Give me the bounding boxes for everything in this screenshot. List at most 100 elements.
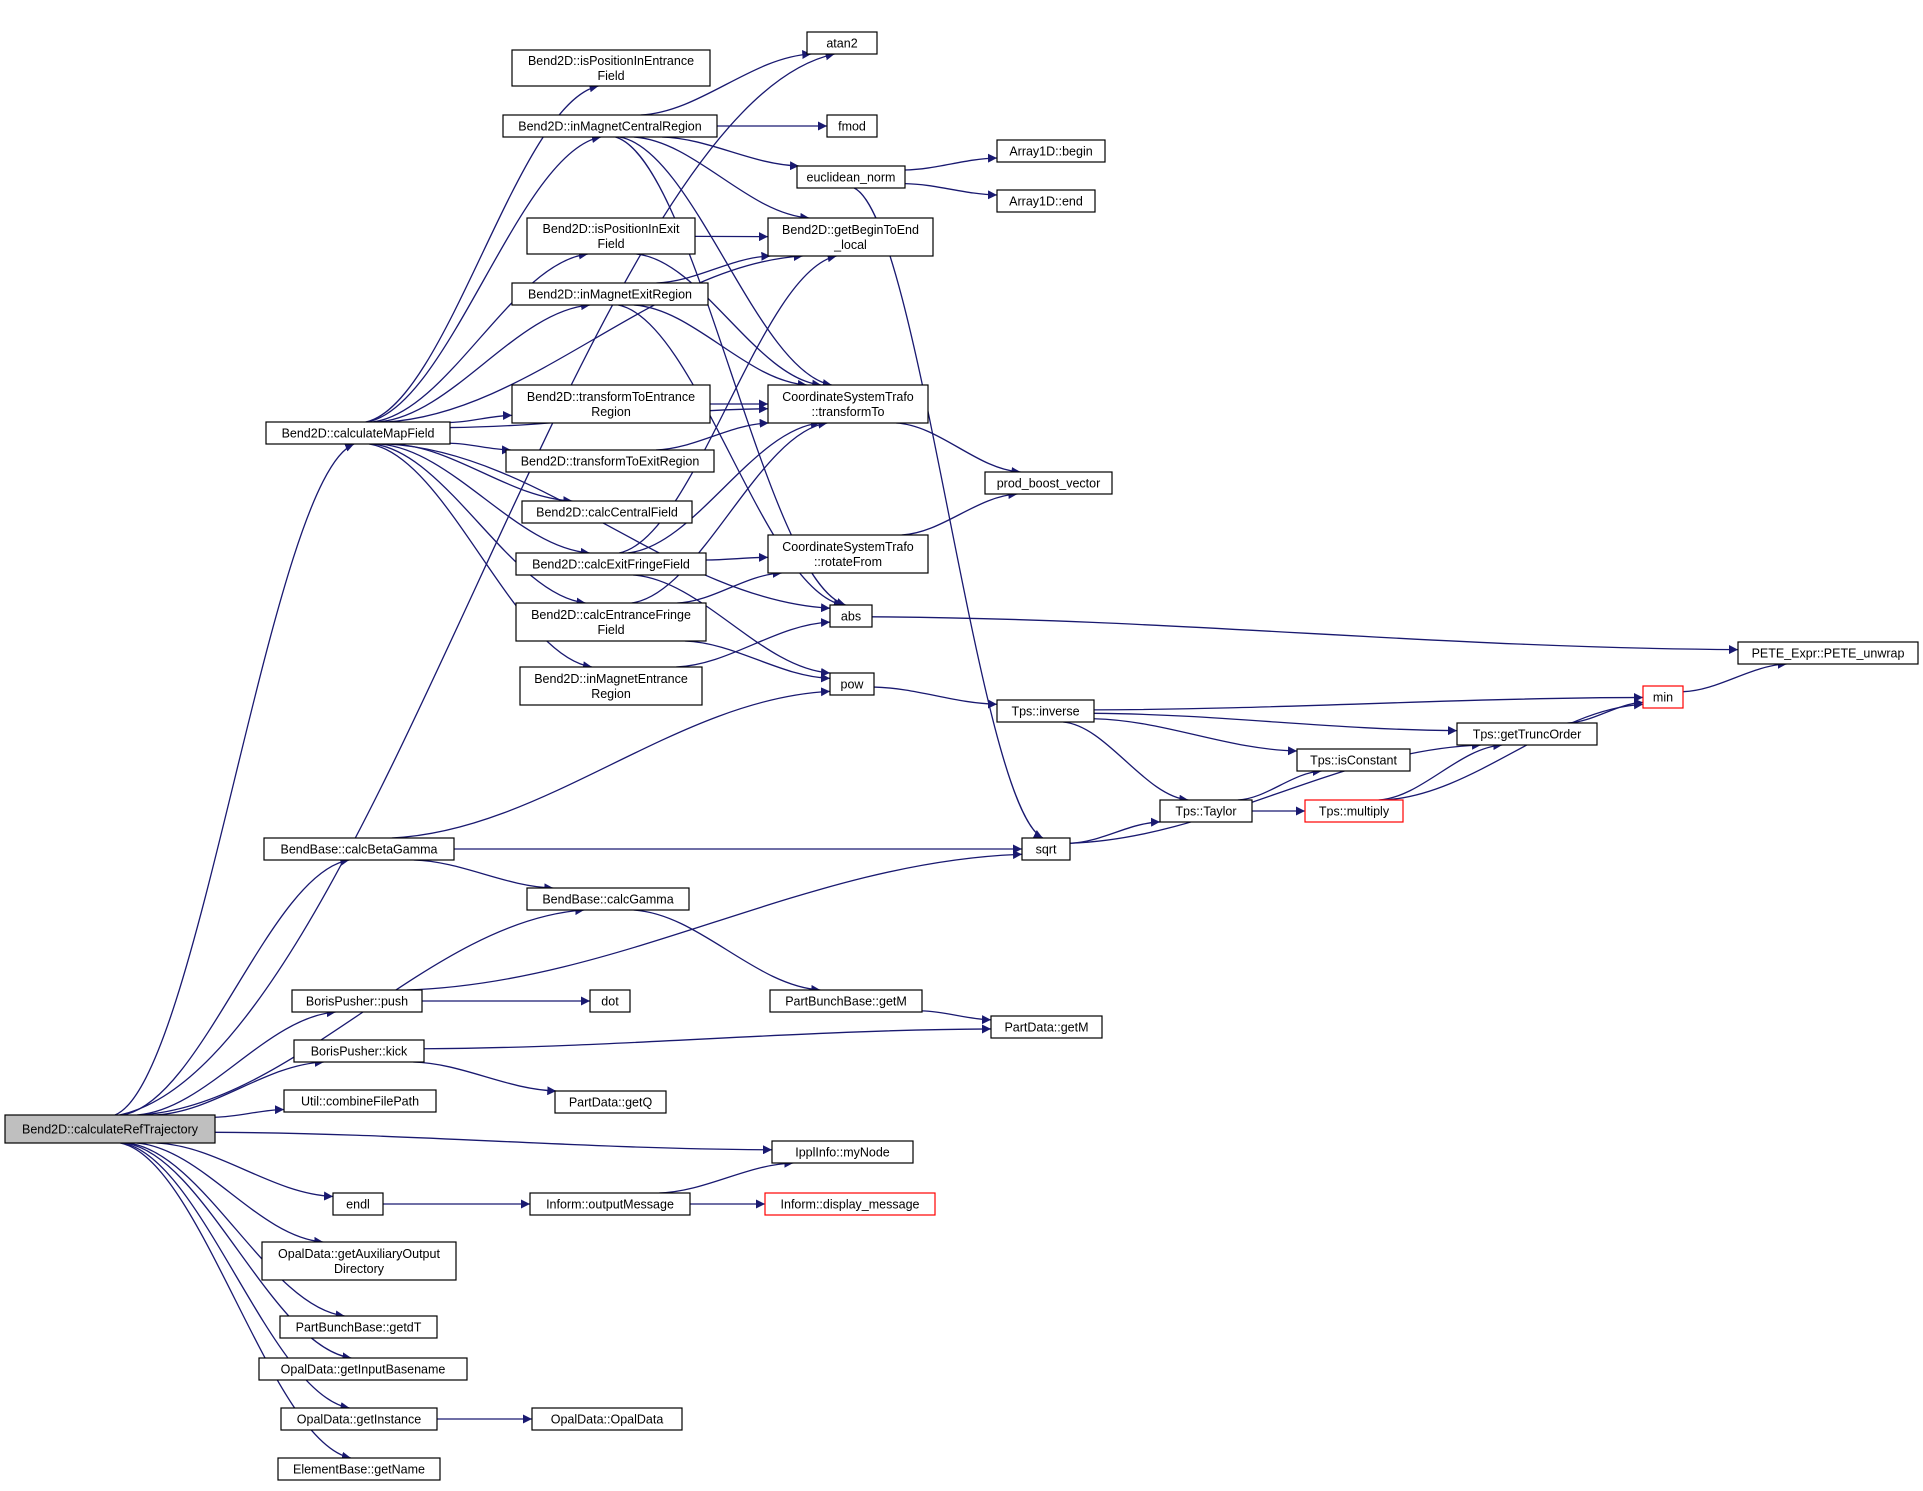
node-pbGetM[interactable]: PartBunchBase::getM (769, 989, 923, 1013)
node-box[interactable] (767, 384, 929, 424)
node-outMsg[interactable]: Inform::outputMessage (529, 1192, 691, 1216)
node-dispMsg[interactable]: Inform::display_message (764, 1192, 936, 1216)
node-box[interactable] (265, 421, 451, 445)
node-borisPush[interactable]: BorisPusher::push (291, 989, 423, 1013)
node-box[interactable] (767, 534, 929, 574)
node-fmod[interactable]: fmod (826, 114, 878, 138)
node-getdT[interactable]: PartBunchBase::getdT (279, 1315, 438, 1339)
node-box[interactable] (767, 217, 934, 257)
node-tpsTaylor[interactable]: Tps::Taylor (1159, 799, 1253, 823)
node-box[interactable] (515, 602, 707, 642)
node-box[interactable] (526, 887, 690, 911)
node-arrEnd[interactable]: Array1D::end (996, 189, 1096, 213)
node-getInst[interactable]: OpalData::getInstance (280, 1407, 438, 1431)
node-box[interactable] (515, 552, 707, 576)
node-box[interactable] (996, 139, 1106, 163)
node-abs[interactable]: abs (829, 604, 873, 628)
node-combPath[interactable]: Util::combineFilePath (283, 1089, 437, 1113)
node-tpsConst[interactable]: Tps::isConstant (1296, 748, 1411, 772)
node-root[interactable]: Bend2D::calculateRefTrajectory (4, 1114, 216, 1144)
node-prodBoost[interactable]: prod_boost_vector (984, 471, 1113, 495)
node-box[interactable] (526, 217, 696, 255)
node-box[interactable] (4, 1114, 216, 1144)
node-box[interactable] (829, 672, 875, 696)
node-pdGetM[interactable]: PartData::getM (990, 1015, 1103, 1039)
node-min[interactable]: min (1642, 685, 1684, 709)
node-box[interactable] (529, 1192, 691, 1216)
node-atan2[interactable]: atan2 (806, 31, 878, 55)
node-inExit[interactable]: Bend2D::inMagnetExitRegion (511, 282, 709, 306)
node-peteUnwrap[interactable]: PETE_Expr::PETE_unwrap (1737, 641, 1919, 665)
node-box[interactable] (829, 604, 873, 628)
node-box[interactable] (293, 1039, 425, 1063)
node-box[interactable] (261, 1241, 457, 1281)
node-eucl[interactable]: euclidean_norm (796, 165, 906, 189)
node-box[interactable] (796, 165, 906, 189)
node-tpsMult[interactable]: Tps::multiply (1304, 799, 1404, 823)
node-box[interactable] (771, 1140, 914, 1164)
node-box[interactable] (1456, 722, 1598, 746)
node-box[interactable] (277, 1457, 441, 1481)
node-box[interactable] (258, 1357, 468, 1381)
node-box[interactable] (511, 282, 709, 306)
node-box[interactable] (283, 1089, 437, 1113)
node-box[interactable] (769, 989, 923, 1013)
node-box[interactable] (519, 666, 703, 706)
node-box[interactable] (996, 699, 1095, 723)
node-box[interactable] (1021, 837, 1071, 861)
node-sqrt[interactable]: sqrt (1021, 837, 1071, 861)
node-csTo[interactable]: CoordinateSystemTrafo::transformTo (767, 384, 929, 424)
node-box[interactable] (279, 1315, 438, 1339)
node-calcExitFr[interactable]: Bend2D::calcExitFringeField (515, 552, 707, 576)
node-box[interactable] (764, 1192, 936, 1216)
node-calcBG[interactable]: BendBase::calcBetaGamma (263, 837, 455, 861)
node-box[interactable] (531, 1407, 683, 1431)
node-box[interactable] (263, 837, 455, 861)
node-pow[interactable]: pow (829, 672, 875, 696)
node-box[interactable] (1159, 799, 1253, 823)
node-box[interactable] (984, 471, 1113, 495)
node-box[interactable] (1642, 685, 1684, 709)
node-box[interactable] (511, 49, 711, 87)
node-myNode[interactable]: IpplInfo::myNode (771, 1140, 914, 1164)
node-inBase[interactable]: OpalData::getInputBasename (258, 1357, 468, 1381)
node-dot[interactable]: dot (589, 989, 631, 1013)
node-box[interactable] (521, 500, 693, 524)
node-calcMap[interactable]: Bend2D::calculateMapField (265, 421, 451, 445)
node-box[interactable] (589, 989, 631, 1013)
node-tpsTrunc[interactable]: Tps::getTruncOrder (1456, 722, 1598, 746)
node-box[interactable] (554, 1090, 667, 1114)
node-box[interactable] (291, 989, 423, 1013)
node-box[interactable] (1296, 748, 1411, 772)
node-getQ[interactable]: PartData::getQ (554, 1090, 667, 1114)
node-arrBegin[interactable]: Array1D::begin (996, 139, 1106, 163)
node-endl[interactable]: endl (332, 1192, 384, 1216)
node-box[interactable] (996, 189, 1096, 213)
node-box[interactable] (990, 1015, 1103, 1039)
node-box[interactable] (332, 1192, 384, 1216)
node-box[interactable] (1304, 799, 1404, 823)
node-box[interactable] (826, 114, 878, 138)
node-csRot[interactable]: CoordinateSystemTrafo::rotateFrom (767, 534, 929, 574)
node-box[interactable] (505, 449, 715, 473)
node-getBTE[interactable]: Bend2D::getBeginToEnd_local (767, 217, 934, 257)
node-calcGamma[interactable]: BendBase::calcGamma (526, 887, 690, 911)
node-inCentral[interactable]: Bend2D::inMagnetCentralRegion (502, 114, 718, 138)
node-getName[interactable]: ElementBase::getName (277, 1457, 441, 1481)
node-trExit[interactable]: Bend2D::transformToExitRegion (505, 449, 715, 473)
node-box[interactable] (280, 1407, 438, 1431)
node-box[interactable] (502, 114, 718, 138)
node-tpsInv[interactable]: Tps::inverse (996, 699, 1095, 723)
node-borisKick[interactable]: BorisPusher::kick (293, 1039, 425, 1063)
node-box[interactable] (1737, 641, 1919, 665)
node-box[interactable] (511, 384, 711, 424)
node-box[interactable] (806, 31, 878, 55)
node-opalData[interactable]: OpalData::OpalData (531, 1407, 683, 1431)
node-calcCentral[interactable]: Bend2D::calcCentralField (521, 500, 693, 524)
